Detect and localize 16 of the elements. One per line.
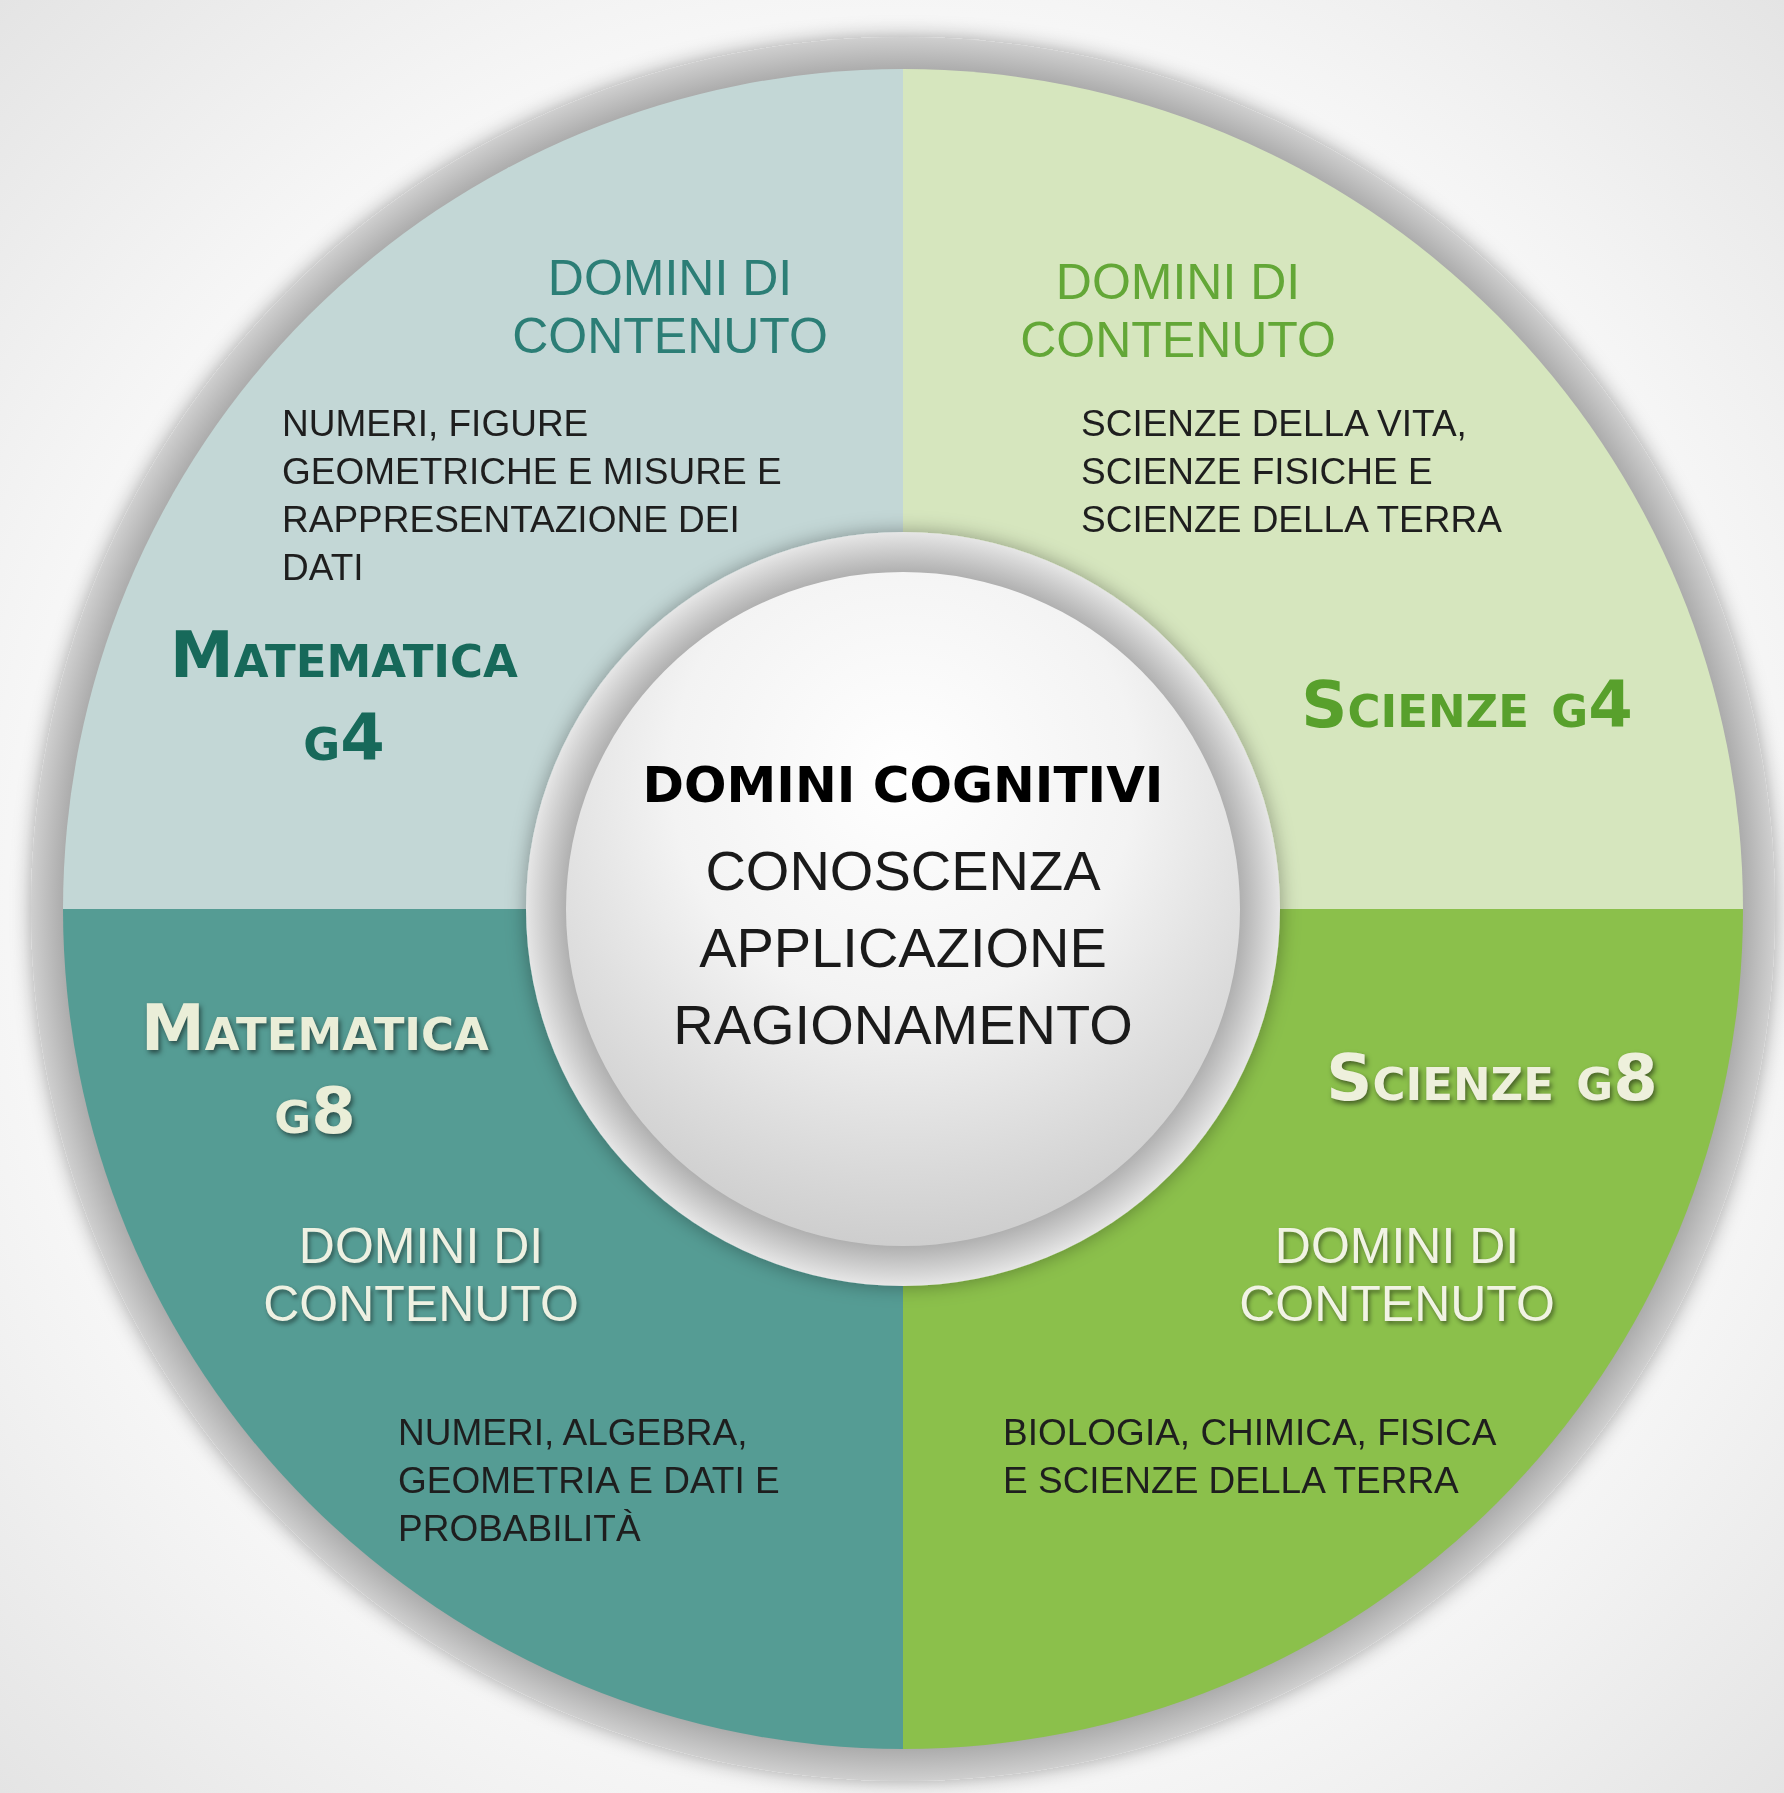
section-heading: DOMINI DI CONTENUTO xyxy=(1238,1218,1556,1333)
circle-item: APPLICAZIONE xyxy=(699,914,1107,980)
circle-heading: DOMINI COGNITIVI xyxy=(642,755,1164,814)
circle-item: CONOSCENZA xyxy=(705,837,1101,903)
section-heading: DOMINI DI CONTENUTO xyxy=(262,1218,580,1333)
section-heading: DOMINI DI CONTENUTO xyxy=(1019,254,1337,369)
circle-item: RAGIONAMENTO xyxy=(673,991,1133,1057)
content-text: NUMERI, ALGEBRA, GEOMETRIA E DATI E PROBABILITÀ xyxy=(398,1411,781,1552)
content-text: BIOLOGIA, CHIMICA, FISICA E SCIENZE DELLA TERRA xyxy=(1003,1411,1497,1504)
section-heading: DOMINI DI CONTENUTO xyxy=(511,250,829,365)
content-text: SCIENZE DELLA VITA, SCIENZE FISICHE E SCIENZE DELLA TERRA xyxy=(1081,402,1503,543)
subject-title: Scienze g4 xyxy=(1300,667,1634,744)
subject-title: Matematica g8 xyxy=(140,990,490,1151)
subject-title: Scienze g8 xyxy=(1325,1040,1659,1117)
content-text: NUMERI, FIGURE GEOMETRICHE E MISURE E RAPPRESENTAZIONE DEI DATI xyxy=(282,402,783,591)
subject-title: Matematica g4 xyxy=(169,617,519,778)
